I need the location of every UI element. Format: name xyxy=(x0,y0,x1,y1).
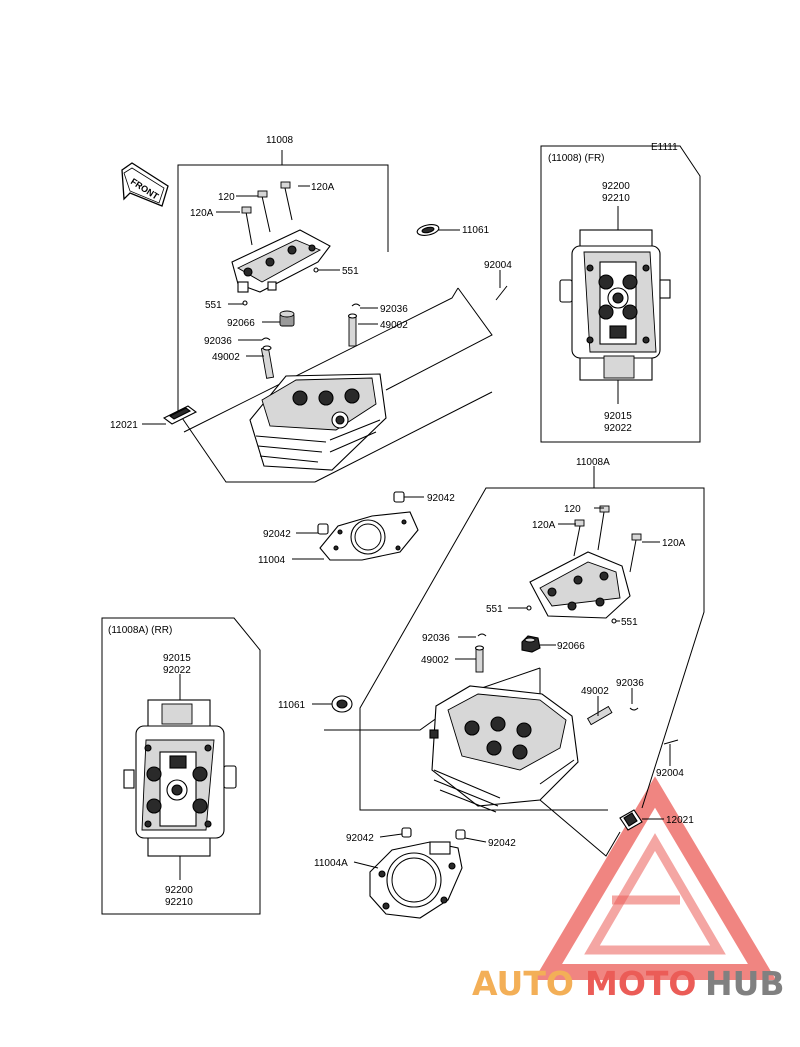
callout-92015: 92015 xyxy=(163,653,191,664)
brand-text-moto: MOTO xyxy=(585,964,696,1003)
callout-11004a: 11004A xyxy=(314,858,348,869)
callout-49002: 49002 xyxy=(421,655,449,666)
valve-stem-seal-icon xyxy=(521,635,541,653)
plate-icon xyxy=(162,405,198,425)
head-bolt-icon xyxy=(241,181,293,246)
callout-49002: 49002 xyxy=(581,686,609,697)
dowel-icon xyxy=(317,523,329,535)
callout-92210: 92210 xyxy=(165,897,193,908)
callout-11061: 11061 xyxy=(278,700,306,711)
callout-92036: 92036 xyxy=(204,336,232,347)
reference-code: E1111 xyxy=(651,142,678,153)
callout-120a: 120A xyxy=(532,520,556,531)
valve-guide-icon xyxy=(474,645,485,673)
head-gasket-icon xyxy=(319,511,419,561)
callout-120: 120 xyxy=(564,504,581,515)
dowel-icon xyxy=(393,491,405,503)
callout-551: 551 xyxy=(486,604,503,615)
callout-92042: 92042 xyxy=(427,493,455,504)
brand-text-hub: HUB xyxy=(705,964,785,1003)
callout-92004: 92004 xyxy=(484,260,512,271)
callout-120: 120 xyxy=(218,192,235,203)
callout-11061: 11061 xyxy=(462,225,490,236)
callout-92066: 92066 xyxy=(557,641,585,652)
automotohub-watermark: AUTO MOTO HUB xyxy=(472,776,785,1003)
valve-guide-icon xyxy=(586,705,613,726)
cylinder-head-front-icon xyxy=(249,373,387,471)
callout-92022: 92022 xyxy=(604,423,632,434)
callout-120a: 120A xyxy=(311,182,335,193)
callout-11008: 11008 xyxy=(266,135,294,146)
triangle-logo xyxy=(533,776,777,980)
plug-cap-icon xyxy=(331,695,353,713)
callout-49002: 49002 xyxy=(212,352,240,363)
callout-12021: 12021 xyxy=(110,420,138,431)
plug-cap-icon xyxy=(416,224,440,236)
clip-icon xyxy=(261,337,271,341)
stud-bolt-icon xyxy=(495,285,508,301)
inset-front-head xyxy=(540,145,701,443)
rear-cylinder-head-group xyxy=(312,466,705,919)
clip-icon xyxy=(477,633,487,637)
callout-92036: 92036 xyxy=(616,678,644,689)
front-direction-arrow: FRONT xyxy=(121,162,169,207)
camshaft-holder-icon xyxy=(529,551,631,619)
valve-guide-icon xyxy=(260,345,275,379)
callout-92042: 92042 xyxy=(263,529,291,540)
valve-guide-icon xyxy=(347,313,358,347)
cylinder-head-rear-icon xyxy=(429,685,579,813)
callout-12021: 12021 xyxy=(666,815,694,826)
callout-92015: 92015 xyxy=(604,411,632,422)
callout-92004: 92004 xyxy=(656,768,684,779)
inset-rear-head xyxy=(101,617,261,915)
callout-92042: 92042 xyxy=(346,833,374,844)
callout-92036: 92036 xyxy=(422,633,450,644)
callout-551: 551 xyxy=(621,617,638,628)
callout-92200: 92200 xyxy=(602,181,630,192)
head-combustion-view-icon xyxy=(559,229,671,381)
plate-icon xyxy=(619,809,643,831)
callout-92022: 92022 xyxy=(163,665,191,676)
inset-front-title: (11008) (FR) xyxy=(548,153,605,164)
callout-92036: 92036 xyxy=(380,304,408,315)
dowel-pin-icon xyxy=(313,267,319,273)
clip-icon xyxy=(629,707,639,711)
head-gasket-icon xyxy=(369,841,463,919)
valve-stem-seal-icon xyxy=(279,310,295,327)
head-combustion-view-icon xyxy=(123,699,237,857)
stud-bolt-icon xyxy=(663,739,679,745)
callout-120a: 120A xyxy=(190,208,214,219)
dowel-icon xyxy=(455,829,466,840)
inset-rear-title: (11008A) (RR) xyxy=(108,625,172,636)
callout-551: 551 xyxy=(342,266,359,277)
camshaft-holder-icon xyxy=(231,229,331,293)
front-cylinder-head-group xyxy=(142,150,508,561)
dowel-icon xyxy=(401,827,412,838)
callout-551: 551 xyxy=(205,300,222,311)
callout-11008a: 11008A xyxy=(576,457,610,468)
callout-92210: 92210 xyxy=(602,193,630,204)
dowel-pin-icon xyxy=(611,618,617,624)
brand-text-auto: AUTO xyxy=(472,964,574,1003)
clip-icon xyxy=(351,303,361,307)
dowel-pin-icon xyxy=(242,300,248,306)
dowel-pin-icon xyxy=(526,605,532,611)
callout-11004: 11004 xyxy=(258,555,286,566)
callout-92066: 92066 xyxy=(227,318,255,329)
head-bolt-icon xyxy=(573,505,642,573)
callout-49002: 49002 xyxy=(380,320,408,331)
callout-92042: 92042 xyxy=(488,838,516,849)
callout-92200: 92200 xyxy=(165,885,193,896)
callout-120a: 120A xyxy=(662,538,686,549)
